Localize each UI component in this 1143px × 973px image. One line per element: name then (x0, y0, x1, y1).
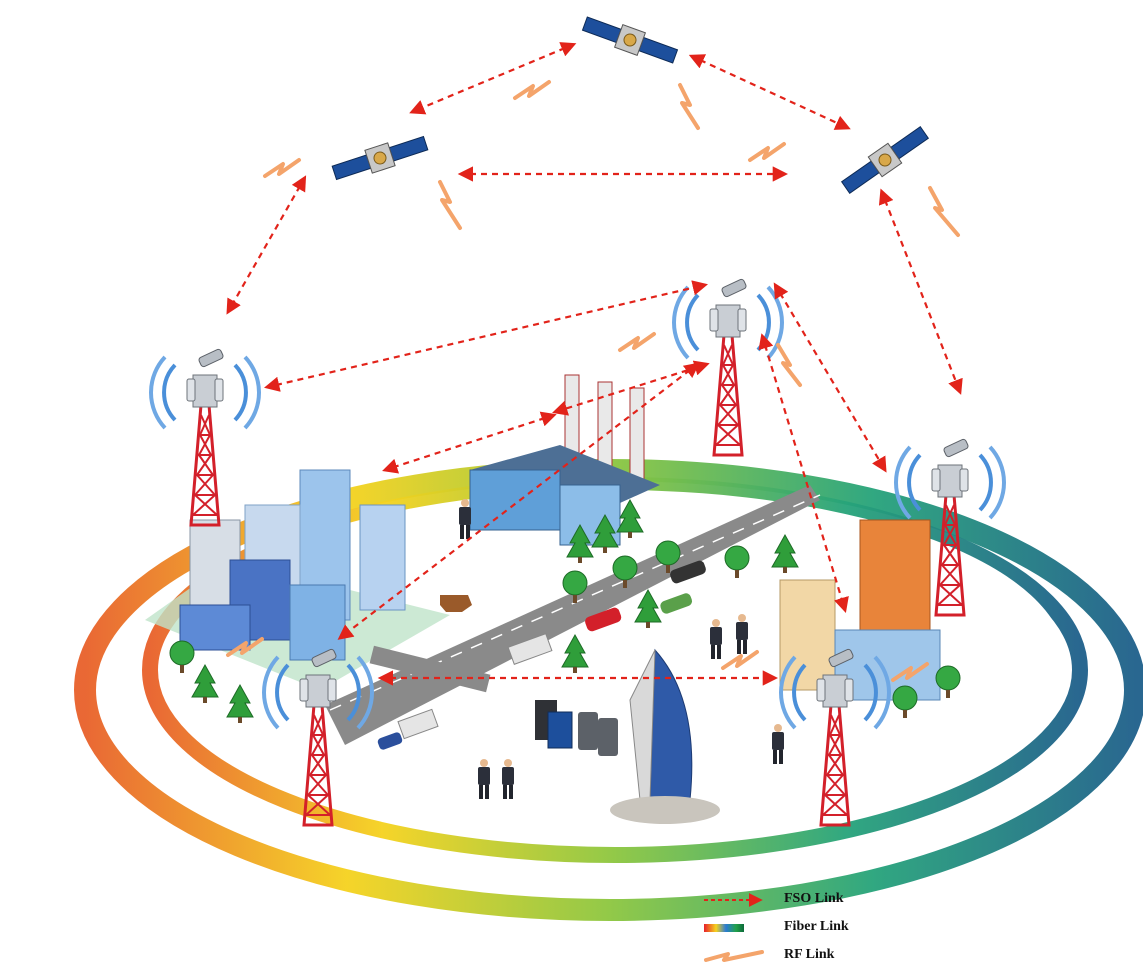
legend-fiber-label: Fiber Link (784, 919, 849, 934)
legend-fso: FSO Link (700, 888, 900, 912)
legend-fiber: Fiber Link (700, 916, 900, 940)
fso-links (226, 42, 963, 686)
rf-links (226, 80, 960, 682)
server-icon (535, 700, 573, 749)
fiber-link-icon (704, 924, 744, 932)
legend-rf: RF Link (700, 944, 900, 968)
satellite-icon (330, 11, 932, 198)
legend-rf-label: RF Link (784, 947, 835, 962)
smartphone-icon (578, 712, 618, 756)
office-buildings (179, 469, 406, 661)
legend-fso-label: FSO Link (784, 891, 844, 906)
legend: FSO Link Fiber Link RF Link (700, 888, 900, 973)
rf-link-icon (704, 950, 764, 962)
fso-link-icon (704, 893, 763, 907)
burj-al-arab-icon (610, 648, 720, 824)
